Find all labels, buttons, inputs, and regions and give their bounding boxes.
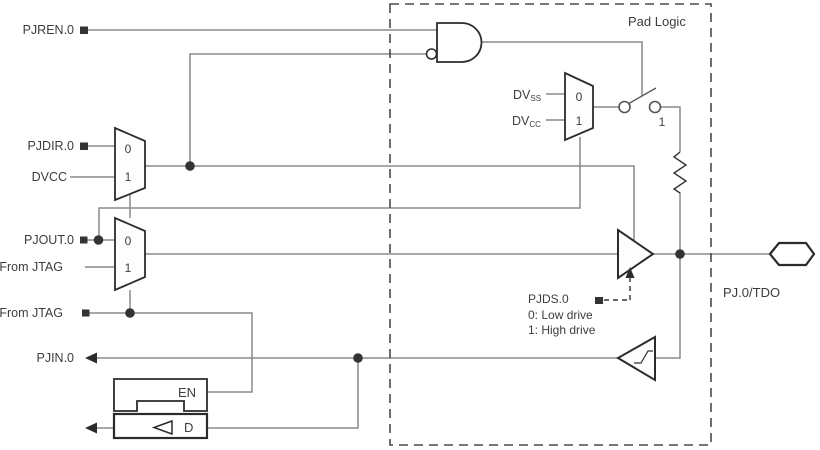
from-jtag-output-label: From JTAG xyxy=(0,260,63,274)
ren-inverted-input-wire xyxy=(189,53,426,166)
clock-edge-icon xyxy=(151,419,173,436)
pull-enable-switch: 1 xyxy=(618,87,666,129)
wires xyxy=(70,29,770,429)
pjout-label: PJOUT.0 xyxy=(24,233,74,247)
junction-dot xyxy=(185,161,195,171)
up-arrowhead-icon xyxy=(625,267,635,278)
pjin-label: PJIN.0 xyxy=(36,351,74,365)
hysteresis-icon xyxy=(634,350,653,364)
pad-name-label: PJ.0/TDO xyxy=(723,285,780,300)
resistor-pad-wire xyxy=(655,192,681,359)
junction-dot xyxy=(125,308,135,318)
pjren-terminal xyxy=(80,26,88,34)
junction-dots xyxy=(93,161,685,363)
en-latch: EN xyxy=(113,378,208,412)
direction-mux-input0-label: 0 xyxy=(125,142,132,156)
pjren-label: PJREN.0 xyxy=(23,23,74,37)
output-driver-buffer xyxy=(617,228,655,280)
output-mux-input1-label: 1 xyxy=(125,261,132,275)
pjds-label: PJDS.0 xyxy=(528,292,569,306)
arrowheads xyxy=(85,352,97,434)
en-latch-label: EN xyxy=(178,385,196,400)
direction-mux-input1-label: 1 xyxy=(125,170,132,184)
jtag-enable-wire xyxy=(89,312,253,393)
d-out-arrowhead-icon xyxy=(85,422,97,434)
dvcc-rail-label: DVCC xyxy=(512,114,541,129)
from-jtag-enable-label: From JTAG xyxy=(0,306,63,320)
switch-resistor-wire xyxy=(661,106,681,152)
pad-logic-title: Pad Logic xyxy=(628,14,686,29)
pjin-arrowhead-icon xyxy=(85,352,97,364)
switch-contact-right xyxy=(648,100,662,114)
pad-logic-boundary xyxy=(389,3,712,446)
switch-lever-icon xyxy=(627,87,657,105)
dvcc-supply-label: DVCC xyxy=(32,170,67,184)
input-schmitt-trigger xyxy=(616,335,656,382)
d-latch-label: D xyxy=(184,420,193,435)
and-output-wire xyxy=(481,41,643,96)
and-gate xyxy=(425,22,483,63)
junction-dot xyxy=(93,235,104,245)
switch-contact-left xyxy=(618,100,631,114)
pjds-terminal xyxy=(595,297,603,304)
pjout-terminal xyxy=(80,236,88,244)
direction-enable-wire xyxy=(145,165,635,241)
signal-terminals xyxy=(80,26,90,317)
output-mux: 0 1 xyxy=(114,216,146,292)
switch-position-label: 1 xyxy=(659,115,666,129)
and-gate-body xyxy=(436,22,483,63)
d-latch-input-wire xyxy=(207,358,359,429)
direction-mux: 0 1 xyxy=(114,126,146,202)
jtag-enable-terminal xyxy=(82,309,90,317)
pjdir-terminal xyxy=(80,142,88,150)
pull-mux-input1-label: 1 xyxy=(576,114,583,128)
pjds-option1-label: 1: High drive xyxy=(528,323,596,337)
pull-source-mux: 0 1 xyxy=(564,71,594,142)
pjds-dashed-wire xyxy=(604,277,631,301)
inverter-bubble-icon xyxy=(425,48,438,60)
d-latch: D xyxy=(112,412,209,440)
pjds-option0-label: 0: Low drive xyxy=(528,308,593,322)
drive-select-control xyxy=(595,267,635,304)
junction-dot xyxy=(675,249,685,259)
pull-select-wire xyxy=(98,137,581,240)
labels: PJREN.0 PJDIR.0 DVCC PJOUT.0 From JTAG F… xyxy=(0,14,780,365)
pull-mux-input0-label: 0 xyxy=(576,90,583,104)
junction-dot xyxy=(353,353,363,363)
pull-resistor-icon xyxy=(672,151,688,194)
dvss-rail-label: DVSS xyxy=(513,88,541,103)
pjdir-label: PJDIR.0 xyxy=(27,139,74,153)
output-mux-input0-label: 0 xyxy=(125,234,132,248)
pad-terminal xyxy=(768,241,816,267)
